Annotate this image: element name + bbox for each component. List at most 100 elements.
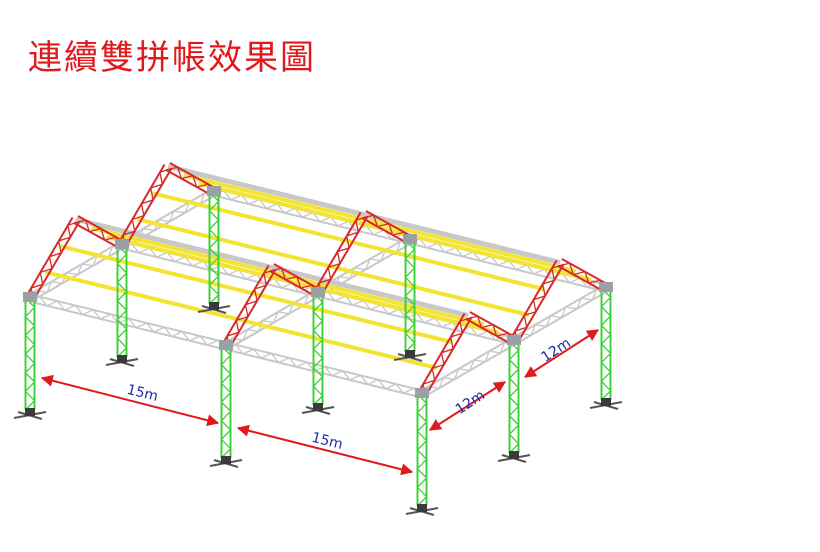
column-foot-0-2 bbox=[209, 302, 219, 310]
purlin-back-0-1-1 bbox=[183, 173, 381, 226]
eave-beam-0-0-lacing bbox=[28, 296, 226, 350]
rafter-right-2-0-lacing bbox=[465, 315, 513, 345]
rafter-left-1-0 bbox=[221, 264, 277, 349]
rafter-right-2-1-chord-a bbox=[557, 265, 605, 293]
rafter-left-0-1 bbox=[117, 163, 173, 248]
rafter-left-1-1-chord-a bbox=[320, 216, 369, 296]
column-foot-1-1 bbox=[313, 403, 323, 411]
rafter-left-0-0 bbox=[25, 216, 81, 301]
purlins bbox=[44, 164, 592, 371]
column-0-2 bbox=[208, 191, 220, 305]
column-cap-0-2 bbox=[207, 186, 221, 196]
dim-label-front-left: 15m bbox=[125, 382, 159, 405]
column-1-1 bbox=[312, 292, 324, 406]
rafter-left-0-1-chord-a bbox=[124, 168, 173, 248]
column-cap-1-0 bbox=[219, 340, 233, 350]
dim-arrow-front-right bbox=[236, 424, 414, 476]
rafter-right-0-0-chord-a bbox=[73, 222, 121, 250]
rafter-left-1-1-lacing bbox=[318, 215, 368, 296]
column-cap-2-2 bbox=[599, 282, 613, 292]
rafter-left-2-1-lacing bbox=[514, 263, 564, 344]
purlin-front-0-0-1 bbox=[59, 244, 257, 297]
column-1-0 bbox=[220, 345, 232, 459]
purlin-front-0-1-1 bbox=[151, 191, 349, 244]
eave-beam-1-0 bbox=[224, 341, 424, 399]
rafter-right-1-0 bbox=[269, 263, 321, 298]
column-0-1 bbox=[116, 244, 128, 358]
ridge-0-0 bbox=[75, 217, 273, 270]
purlin-front-1-1-1 bbox=[347, 239, 545, 292]
column-0-2-lacing bbox=[208, 191, 220, 305]
eave-beam-0-2-chord-a bbox=[212, 194, 410, 245]
rafter-right-2-1 bbox=[557, 258, 609, 293]
column-foot-2-1 bbox=[509, 451, 519, 459]
purlin-back-0-1-0 bbox=[198, 181, 396, 234]
rafter-right-2-1-lacing bbox=[557, 262, 605, 292]
column-1-2-lacing bbox=[404, 239, 416, 353]
dim-arrow-side-front bbox=[428, 381, 507, 431]
rafter-right-0-1 bbox=[165, 162, 217, 197]
side-beam-2-1-chord-b bbox=[511, 284, 605, 339]
column-2-1-lacing bbox=[508, 340, 520, 454]
dim-arrow-side-back bbox=[523, 329, 600, 378]
page-title: 連續雙拼帳效果圖 bbox=[28, 38, 316, 78]
rafter-right-0-1-chord-a bbox=[165, 169, 213, 197]
purlin-back-1-0-0 bbox=[302, 282, 500, 335]
rafter-left-0-0-lacing bbox=[30, 220, 80, 301]
rafter-right-1-1 bbox=[361, 210, 413, 245]
column-cap-0-1 bbox=[115, 239, 129, 249]
column-2-2 bbox=[600, 287, 612, 401]
column-foot-2-0 bbox=[417, 504, 427, 512]
rafter-right-0-1-lacing bbox=[165, 166, 213, 196]
eave-beam-0-0 bbox=[28, 293, 228, 351]
ridge-1-1 bbox=[363, 212, 561, 265]
rafters bbox=[25, 162, 609, 397]
rafter-right-1-0-lacing bbox=[269, 267, 317, 297]
side-beam-0-0-chord-b bbox=[27, 241, 121, 296]
column-2-2-lacing bbox=[600, 287, 612, 401]
purlin-front-1-1-0 bbox=[332, 265, 530, 318]
ridge-0-1 bbox=[167, 164, 365, 217]
purlin-front-1-0-1 bbox=[255, 292, 453, 345]
rafter-right-2-0-chord-a bbox=[465, 318, 513, 346]
column-0-0 bbox=[24, 297, 36, 411]
purlin-back-0-0-0 bbox=[106, 234, 304, 287]
column-foot-2-2 bbox=[601, 398, 611, 406]
column-2-0 bbox=[416, 393, 428, 507]
purlin-back-1-1-0 bbox=[394, 229, 592, 282]
column-foot-1-0 bbox=[221, 456, 231, 464]
rafter-right-2-0 bbox=[465, 311, 517, 346]
column-1-1-lacing bbox=[312, 292, 324, 406]
column-2-1 bbox=[508, 340, 520, 454]
rafter-left-1-0-chord-a bbox=[228, 269, 277, 349]
dim-label-side-back: 12m bbox=[539, 335, 574, 366]
dimension-annotations: 15m 15m 12m 12m bbox=[40, 329, 600, 476]
rafter-right-1-1-lacing bbox=[361, 214, 409, 244]
column-foot-1-2 bbox=[405, 350, 415, 358]
column-foot-0-0 bbox=[25, 408, 35, 416]
column-foot-0-1 bbox=[117, 355, 127, 363]
eave-beam-1-2-chord-a bbox=[408, 242, 606, 293]
column-cap-1-2 bbox=[403, 234, 417, 244]
purlin-front-1-0-0 bbox=[240, 318, 438, 371]
rafter-right-1-1-chord-a bbox=[361, 217, 409, 245]
dim-label-front-right: 15m bbox=[310, 430, 344, 453]
column-2-0-lacing bbox=[416, 393, 428, 507]
column-cap-1-1 bbox=[311, 287, 325, 297]
side-beam-1-0-chord-b bbox=[223, 289, 317, 344]
rafter-left-0-1-lacing bbox=[122, 167, 172, 248]
column-1-2 bbox=[404, 239, 416, 353]
purlin-front-0-1-0 bbox=[136, 217, 334, 270]
column-cap-0-0 bbox=[23, 292, 37, 302]
purlin-back-1-0-1 bbox=[287, 274, 485, 327]
dim-label-side-front: 12m bbox=[453, 387, 488, 418]
rafter-right-1-0-chord-a bbox=[269, 270, 317, 298]
purlin-back-1-1-1 bbox=[379, 221, 577, 274]
rafter-left-0-0-chord-a bbox=[32, 221, 81, 301]
purlin-front-0-0-0 bbox=[44, 270, 242, 323]
rafter-right-0-0 bbox=[73, 215, 125, 250]
columns bbox=[13, 186, 623, 516]
ridge-1-0 bbox=[271, 265, 469, 318]
purlin-back-0-0-1 bbox=[91, 226, 289, 279]
